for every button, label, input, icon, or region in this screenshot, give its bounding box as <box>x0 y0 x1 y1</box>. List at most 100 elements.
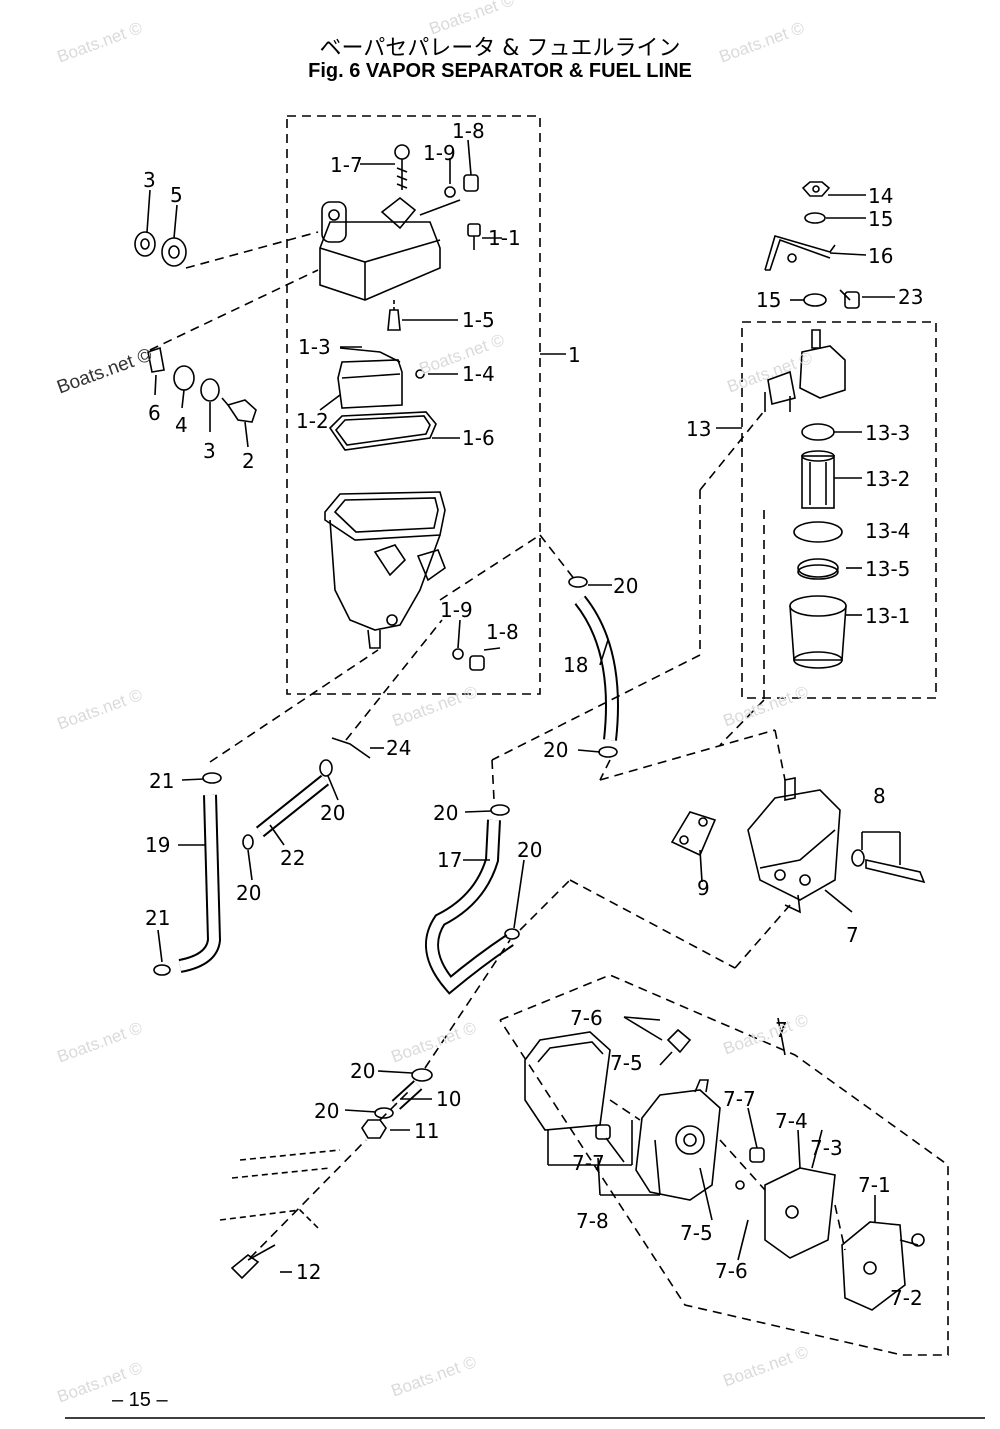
callout-17: 17 <box>437 848 462 872</box>
callout-7-3: 7-3 <box>810 1136 843 1160</box>
callout-23: 23 <box>898 285 923 309</box>
grommet-part <box>173 365 195 391</box>
callout-1: 1 <box>568 343 581 367</box>
o-ring-part <box>797 558 839 578</box>
callout-1-4: 1-4 <box>462 362 495 386</box>
clamp-part <box>504 928 520 940</box>
gasket-part <box>670 811 717 857</box>
callout-20-a: 20 <box>613 574 638 598</box>
washer-part <box>452 648 464 660</box>
callout-5: 5 <box>170 183 183 207</box>
float-pin-part <box>387 309 401 331</box>
clamp-part <box>319 759 333 777</box>
callout-13-2: 13-2 <box>865 467 910 491</box>
callout-7-4: 7-4 <box>775 1109 808 1133</box>
fuel-pump-part <box>747 777 841 914</box>
callout-20-e: 20 <box>320 801 345 825</box>
callout-15-bottom: 15 <box>756 288 781 312</box>
callout-3-top: 3 <box>143 168 156 192</box>
callout-16: 16 <box>868 244 893 268</box>
callout-13: 13 <box>686 417 711 441</box>
callout-1-8-bottom: 1-8 <box>486 620 519 644</box>
check-valve-part <box>666 1028 692 1054</box>
callout-7-5-top: 7-5 <box>610 1051 643 1075</box>
clamp-part <box>242 834 254 850</box>
pump-body-part <box>635 1079 721 1201</box>
bracket-part <box>764 235 836 271</box>
callout-7-7-right: 7-7 <box>723 1087 756 1111</box>
filter-cup-part <box>789 595 847 669</box>
callout-13-3: 13-3 <box>865 421 910 445</box>
float-arm-part <box>339 347 401 363</box>
diaphragm-part <box>764 1167 836 1259</box>
filter-element-part <box>801 450 835 509</box>
callout-1-9-bottom: 1-9 <box>440 598 473 622</box>
callout-21-a: 21 <box>149 769 174 793</box>
callout-4: 4 <box>175 413 188 437</box>
float-chamber-body <box>324 491 446 649</box>
callout-15-top: 15 <box>868 207 893 231</box>
callout-10: 10 <box>436 1087 461 1111</box>
callout-7-8: 7-8 <box>576 1209 609 1233</box>
clip-part <box>331 737 371 759</box>
pump-cap-part <box>841 1221 906 1311</box>
fuel-connector-part <box>230 1244 276 1280</box>
callout-1-9-top: 1-9 <box>423 141 456 165</box>
nut-part <box>361 1119 387 1139</box>
callout-7-2: 7-2 <box>890 1286 923 1310</box>
callout-22: 22 <box>280 846 305 870</box>
callout-2: 2 <box>242 449 255 473</box>
washer-part <box>803 293 827 307</box>
plug-part <box>469 655 485 671</box>
washer-part <box>200 378 220 402</box>
callout-9: 9 <box>697 876 710 900</box>
title-japanese: ベーパセパレータ & フュエルライン <box>319 36 681 61</box>
nut-part <box>801 181 831 197</box>
callout-1-3: 1-3 <box>298 335 331 359</box>
clamp-part <box>411 1068 433 1082</box>
bolt-part <box>221 397 257 423</box>
callout-1-7: 1-7 <box>330 153 363 177</box>
pump-cover-part <box>524 1031 611 1131</box>
clamp-part <box>490 804 510 816</box>
callout-3-bottom: 3 <box>203 439 216 463</box>
callout-8: 8 <box>873 784 886 808</box>
callout-21-b: 21 <box>145 906 170 930</box>
o-ring-part <box>801 423 835 441</box>
callout-7-6-top: 7-6 <box>570 1006 603 1030</box>
callout-7-kit: 7 <box>775 1018 788 1042</box>
bolt-part <box>851 849 926 884</box>
callout-20-c: 20 <box>433 801 458 825</box>
callout-6: 6 <box>148 401 161 425</box>
callout-7-pump: 7 <box>846 923 859 947</box>
callout-7-1: 7-1 <box>858 1173 891 1197</box>
plug-part <box>463 174 479 192</box>
filter-head-part <box>764 329 846 412</box>
callout-24: 24 <box>386 736 411 760</box>
washer-part <box>444 186 456 198</box>
callout-7-6-bottom: 7-6 <box>715 1259 748 1283</box>
collar-part <box>147 346 165 373</box>
callout-20-d: 20 <box>517 838 542 862</box>
callout-1-8-top: 1-8 <box>452 119 485 143</box>
callout-1-5: 1-5 <box>462 308 495 332</box>
callout-7-7-left: 7-7 <box>572 1151 605 1175</box>
callout-1-1: 1-1 <box>488 226 521 250</box>
fuel-filter-group-box <box>741 321 937 699</box>
vapor-separator-cover <box>319 196 441 301</box>
callout-14: 14 <box>868 184 893 208</box>
clamp-part <box>153 964 171 976</box>
title-english: Fig. 6 VAPOR SEPARATOR & FUEL LINE <box>308 60 692 82</box>
callout-20-b: 20 <box>543 738 568 762</box>
page-number: – 15 – <box>112 1389 168 1411</box>
clamp-part <box>202 772 222 784</box>
screw-part <box>595 1124 611 1140</box>
callout-11: 11 <box>414 1119 439 1143</box>
clamp-part <box>374 1107 394 1119</box>
callout-13-4: 13-4 <box>865 519 910 543</box>
outline-sketch <box>219 1149 341 1231</box>
callout-20-g: 20 <box>350 1059 375 1083</box>
callout-13-1: 13-1 <box>865 604 910 628</box>
